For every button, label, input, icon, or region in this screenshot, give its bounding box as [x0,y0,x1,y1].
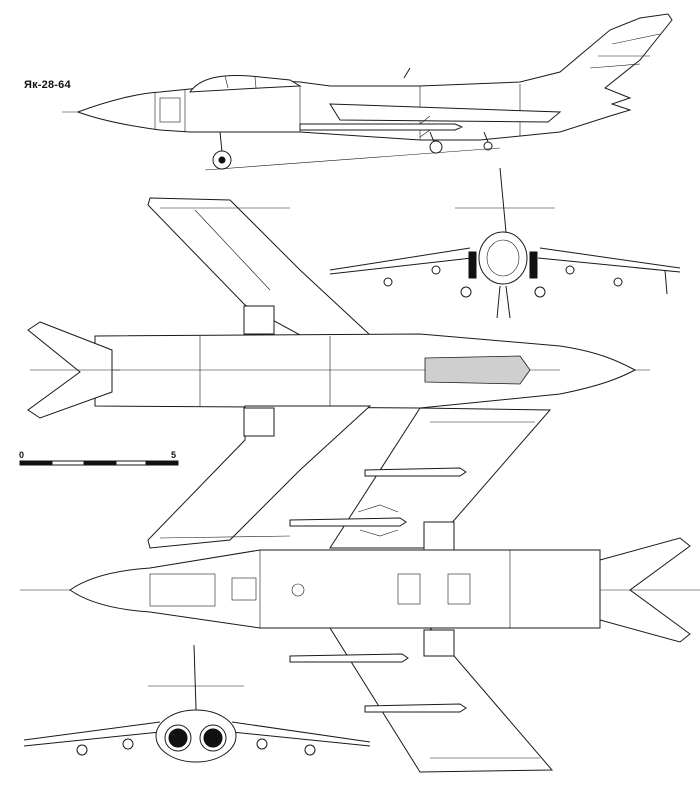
side-view [62,13,673,171]
aircraft-designation-label: Як-28-64 [24,79,71,91]
front-view-upper [329,167,681,319]
bottom-view [20,407,700,773]
top-view [27,197,650,549]
scale-end-label: 5 [171,450,177,460]
scale-start-label: 0 [19,450,25,460]
front-view-lower [23,644,371,763]
scale-bar [19,460,179,466]
